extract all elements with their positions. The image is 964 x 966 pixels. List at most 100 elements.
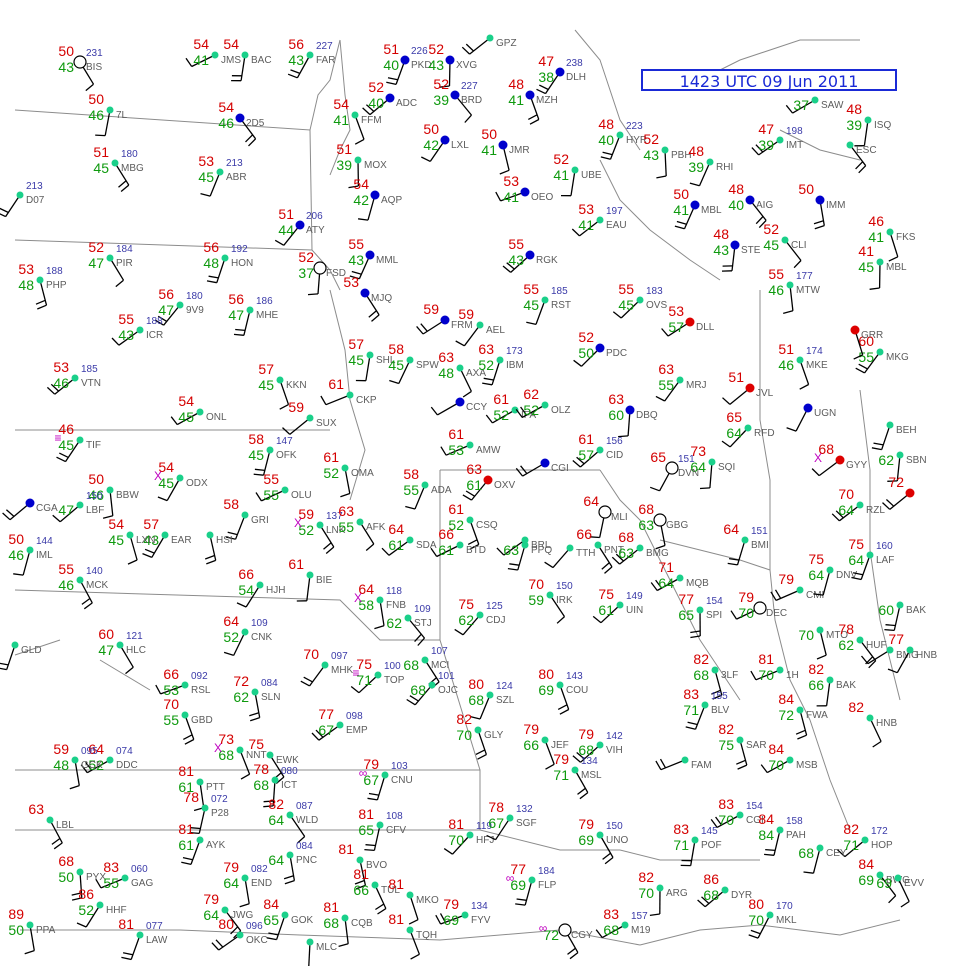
wind-barb-flag (386, 81, 397, 86)
dewpoint-label: 71 (683, 702, 699, 718)
clear-sky-icon (246, 306, 254, 314)
station-id-label: RHI (716, 162, 733, 173)
wind-barb-flag (475, 749, 486, 755)
temperature-label: 79 (523, 721, 539, 737)
wind-barb-shaft (869, 717, 882, 742)
wind-barb-flag (56, 456, 66, 463)
state-border-line (14, 639, 61, 656)
wind-barb-shaft (176, 411, 201, 426)
clear-sky-icon (341, 914, 349, 922)
station-id-label: LNK (326, 525, 346, 536)
dewpoint-label: 47 (98, 642, 114, 658)
wind-barb-shaft (365, 354, 371, 381)
wind-barb-flag (208, 275, 219, 279)
temperature-label: 81 (758, 651, 774, 667)
wind-barb-shaft (79, 871, 83, 898)
wind-barb-shaft (59, 504, 81, 523)
temperature-label: 59 (288, 399, 304, 415)
pressure-label: 188 (46, 266, 63, 277)
station-id-label: MCI (431, 660, 449, 671)
station-id-label: PHP (46, 280, 67, 291)
clear-sky-icon (456, 364, 464, 372)
station-id-label: SPW (416, 360, 439, 371)
wind-barb-flag (190, 827, 201, 830)
station-id-label: CDJ (486, 615, 505, 626)
clear-sky-icon (486, 34, 494, 42)
clear-sky-icon (466, 516, 474, 524)
station-id-label: JWG (231, 910, 253, 921)
wind-barb-flag (485, 414, 493, 424)
wind-barb-flag (685, 726, 696, 730)
overcast-sky-icon (235, 113, 245, 123)
wind-barb-flag (602, 852, 611, 860)
wind-barb-shaft (459, 367, 472, 392)
dewpoint-label: 52 (478, 357, 494, 373)
wind-barb-flag (887, 668, 898, 674)
dewpoint-label: 53 (448, 442, 464, 458)
station-id-label: ISQ (874, 120, 891, 131)
temperature-label: 84 (858, 856, 874, 872)
dewpoint-label: 50 (578, 345, 594, 361)
clear-sky-icon (121, 874, 129, 882)
station-id-label: RST (551, 300, 571, 311)
wind-barb-flag (659, 758, 667, 769)
clear-sky-icon (428, 681, 436, 689)
wind-barb-flag (649, 486, 660, 492)
wind-barb-flag (311, 732, 320, 741)
temperature-label: 81 (178, 821, 194, 837)
thunderstorm-icon: Χ (214, 741, 222, 755)
station-id-label: GAG (131, 878, 153, 889)
wind-barb-flag (576, 456, 585, 465)
clear-sky-icon (221, 254, 229, 262)
clear-sky-icon (221, 906, 229, 914)
clear-sky-icon (826, 676, 834, 684)
wind-barb-flag (687, 721, 698, 726)
temperature-label: 64 (358, 581, 374, 597)
dewpoint-label: 68 (218, 747, 234, 763)
dewpoint-label: 70 (448, 832, 464, 848)
dewpoint-label: 64 (808, 567, 824, 583)
wind-barb-flag (751, 147, 760, 156)
thunderstorm-icon: Χ (154, 469, 162, 483)
station-id-label: CFV (386, 825, 406, 836)
temperature-label: 59 (53, 741, 69, 757)
clear-sky-icon (528, 876, 536, 884)
clear-sky-icon (506, 814, 514, 822)
overcast-sky-icon (440, 135, 450, 145)
station-id-label: OLU (291, 490, 312, 501)
wind-barb-flag (358, 218, 369, 221)
clear-sky-icon (486, 691, 494, 699)
clear-sky-icon (636, 544, 644, 552)
thunderstorm-icon: Χ (294, 516, 302, 530)
dewpoint-label: 68 (253, 777, 269, 793)
wind-barb-shaft (570, 169, 576, 196)
pressure-label: 150 (86, 491, 103, 502)
dewpoint-label: 45 (158, 475, 174, 491)
station-id-label: DYR (731, 890, 752, 901)
clear-sky-icon (276, 376, 284, 384)
wind-barb-flag (300, 680, 310, 687)
wind-barb-shaft (130, 934, 141, 960)
wind-barb-flag (340, 492, 351, 498)
station-id-label: SQI (718, 462, 735, 473)
wind-barb-shaft (436, 544, 461, 558)
temperature-label: 83 (603, 906, 619, 922)
clear-sky-icon (36, 276, 44, 284)
wind-barb-flag (527, 114, 538, 120)
wind-barb-flag (71, 892, 82, 896)
wind-barb-flag (430, 547, 438, 557)
clear-sky-icon (796, 356, 804, 364)
station-id-label: MKG (886, 352, 909, 363)
temperature-label: 79 (363, 756, 379, 772)
dewpoint-label: 45 (348, 352, 364, 368)
wind-barb-flag (470, 715, 481, 720)
pressure-label: 087 (296, 801, 313, 812)
